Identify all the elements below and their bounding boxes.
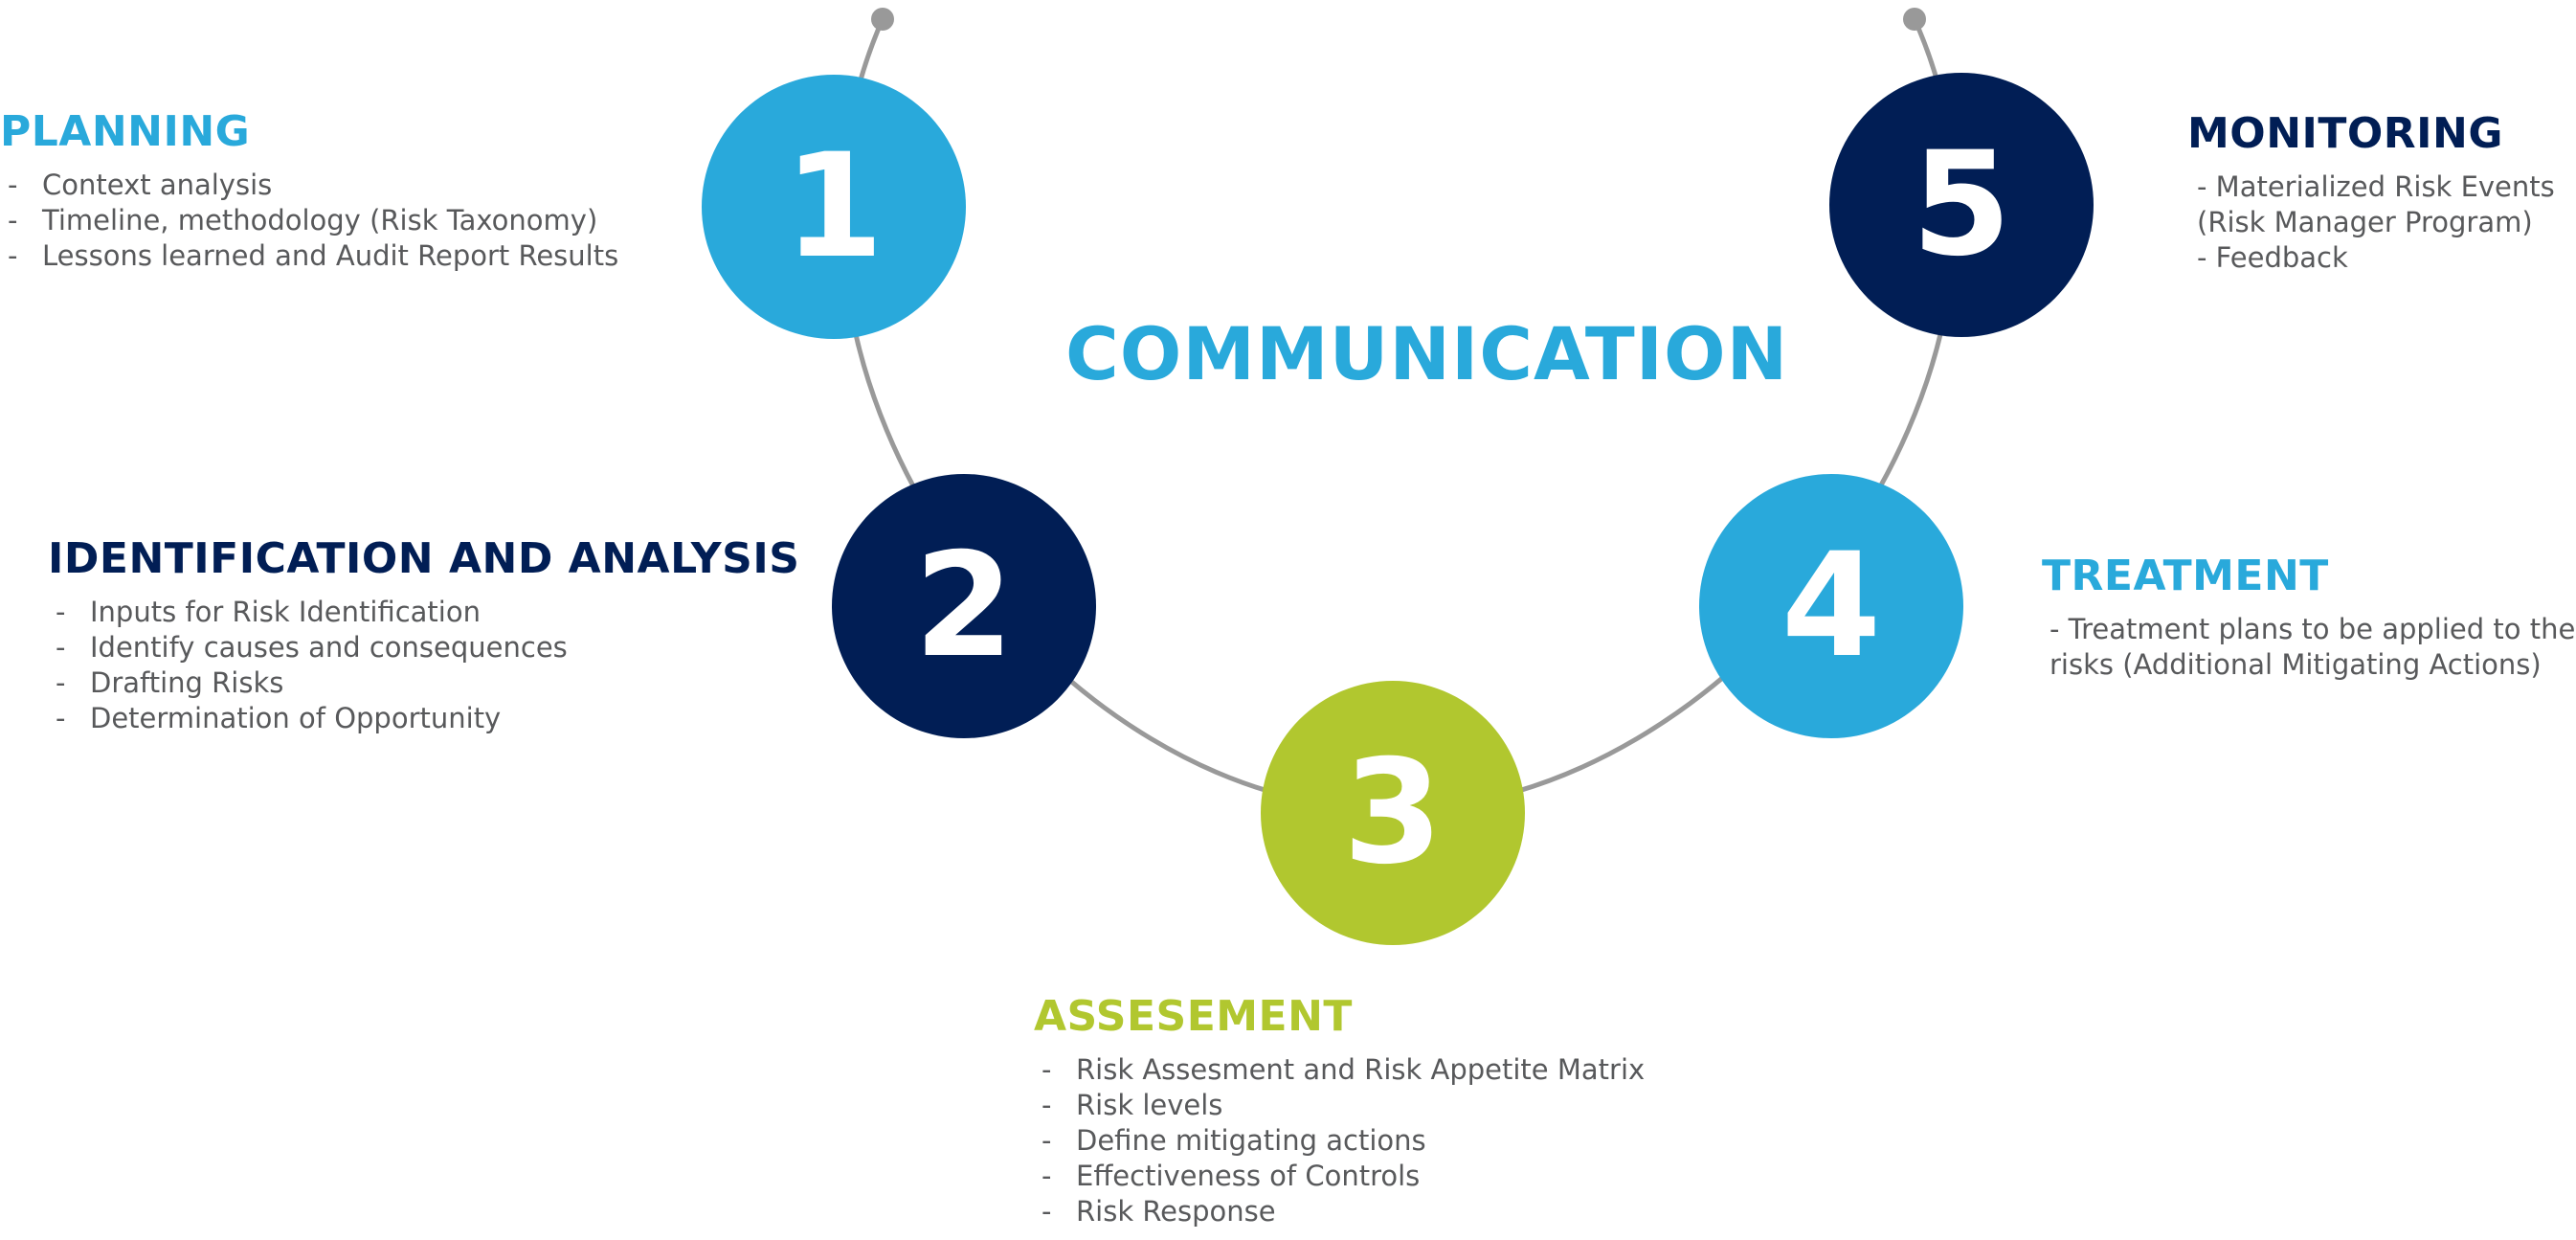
step-3-title: ASSESEMENT bbox=[1034, 992, 1353, 1041]
list-item: -Timeline, methodology (Risk Taxonomy) bbox=[8, 204, 598, 237]
list-item: -Inputs for Risk Identification bbox=[56, 596, 481, 628]
step-5-line: (Risk Manager Program) bbox=[2197, 206, 2533, 238]
connector-end-dot-right bbox=[1903, 8, 1926, 31]
step-4-number: 4 bbox=[1781, 523, 1882, 689]
step-4-block: TREATMENT - Treatment plans to be applie… bbox=[2042, 552, 2575, 683]
step-5-line: - Feedback bbox=[2197, 241, 2348, 274]
step-4-circle: 4 bbox=[1699, 474, 1963, 738]
step-5-circle: 5 bbox=[1829, 73, 2094, 337]
step-2-list: -Inputs for Risk Identification -Identif… bbox=[48, 595, 799, 736]
step-2-block: IDENTIFICATION AND ANALYSIS -Inputs for … bbox=[48, 534, 799, 736]
step-3-list: -Risk Assesment and Risk Appetite Matrix… bbox=[1034, 1052, 1645, 1229]
connector-end-dot-left bbox=[871, 8, 894, 31]
list-item: -Lessons learned and Audit Report Result… bbox=[8, 239, 619, 272]
step-3-block: ASSESEMENT -Risk Assesment and Risk Appe… bbox=[1034, 992, 1645, 1229]
step-4-title: TREATMENT bbox=[2042, 552, 2329, 600]
step-2-number: 2 bbox=[913, 523, 1015, 689]
list-item: -Risk Assesment and Risk Appetite Matrix bbox=[1042, 1053, 1646, 1086]
step-2-title: IDENTIFICATION AND ANALYSIS bbox=[48, 534, 800, 583]
list-item: -Context analysis bbox=[8, 169, 273, 201]
step-5-number: 5 bbox=[1911, 122, 2012, 288]
step-5-block: MONITORING - Materialized Risk Events (R… bbox=[2187, 109, 2555, 276]
list-item: -Risk Response bbox=[1042, 1195, 1276, 1228]
list-item: -Identify causes and consequences bbox=[56, 631, 568, 664]
step-4-line: - Treatment plans to be applied to the bbox=[2050, 613, 2576, 645]
step-1-number: 1 bbox=[783, 124, 885, 290]
step-4-line: risks (Additional Mitigating Actions) bbox=[2050, 648, 2542, 681]
list-item: -Drafting Risks bbox=[56, 666, 284, 699]
step-5-line: - Materialized Risk Events bbox=[2197, 170, 2555, 203]
center-title: COMMUNICATION bbox=[1065, 311, 1789, 396]
step-3-number: 3 bbox=[1342, 730, 1444, 896]
step-1-list: -Context analysis -Timeline, methodology… bbox=[0, 168, 618, 274]
step-1-title: PLANNING bbox=[0, 107, 251, 156]
step-2-circle: 2 bbox=[832, 474, 1096, 738]
list-item: -Risk levels bbox=[1042, 1089, 1223, 1121]
list-item: -Define mitigating actions bbox=[1042, 1124, 1426, 1157]
step-1-block: PLANNING -Context analysis -Timeline, me… bbox=[0, 107, 618, 274]
step-5-title: MONITORING bbox=[2187, 109, 2503, 158]
step-3-circle: 3 bbox=[1261, 681, 1525, 945]
list-item: -Determination of Opportunity bbox=[56, 702, 502, 734]
list-item: -Effectiveness of Controls bbox=[1042, 1160, 1421, 1192]
step-1-circle: 1 bbox=[702, 75, 966, 339]
